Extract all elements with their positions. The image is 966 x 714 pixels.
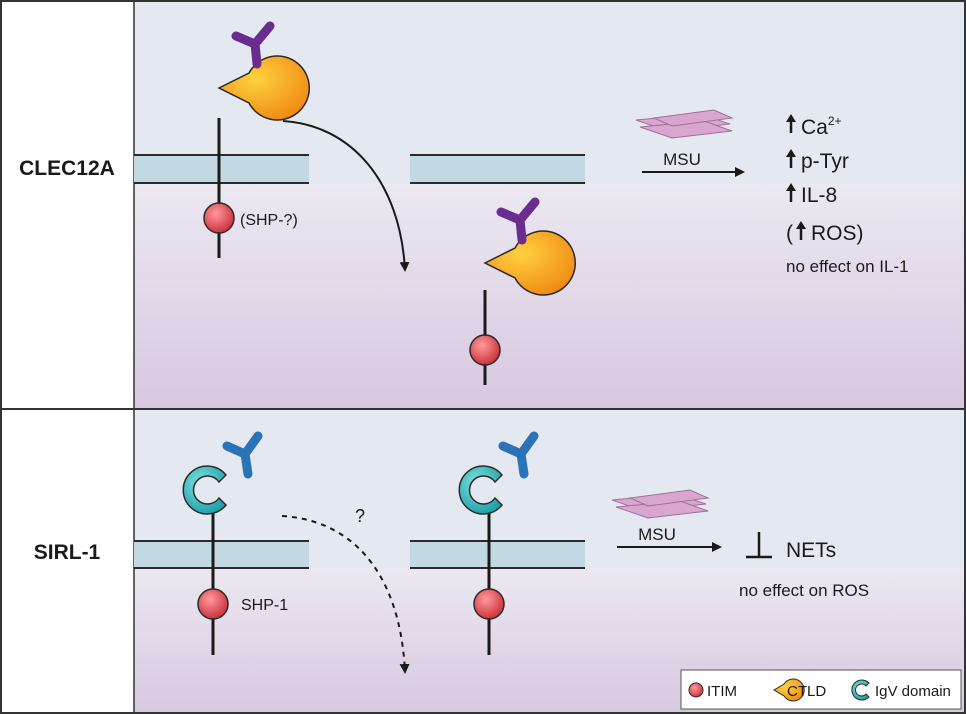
legend-igv: IgV domain [875,683,951,700]
msu-crystal-icon [635,109,734,139]
effect-nets: NETs [786,539,836,562]
effect-ca: Ca [801,116,828,139]
antibody-icon [496,197,540,245]
svg-text:ROS): ROS) [811,222,864,245]
question-mark: ? [355,506,365,526]
svg-text:(: ( [786,222,793,245]
antibody-icon [222,431,263,479]
sirl1-receptor-left: SHP-1 [182,431,288,655]
up-arrow-icon [786,149,796,168]
up-arrow-icon [796,221,806,240]
legend: ITIM CTLD IgV domain [680,669,962,710]
membrane-top [134,154,585,184]
effect-no-ros: no effect on ROS [739,581,869,600]
antibody-icon [231,21,275,69]
clec12a-label: CLEC12A [19,157,115,180]
clec12a-receptor-internalized [469,197,576,385]
effect-ros: ROS [811,222,857,245]
msu-crystal-icon [611,489,710,519]
effects-clec12a: Ca2+ p-Tyr IL-8 ( ROS) no effect on IL-1 [786,114,909,276]
uncertain-internalization-arrow [281,515,410,674]
itim-icon [688,682,704,698]
up-arrow-icon [786,114,796,133]
up-arrow-icon [786,183,796,202]
svg-text:Ca2+: Ca2+ [801,114,842,139]
shp1-label: SHP-1 [241,597,288,614]
ctld-icon [773,678,805,702]
sirl1-receptor-right [458,431,539,655]
shp-label: (SHP-?) [240,212,298,229]
itim-icon [197,588,229,620]
msu-label-top: MSU [663,150,701,169]
internalization-arrow [282,120,410,272]
igv-domain-icon [458,465,504,515]
ctld-icon [483,230,576,296]
antibody-icon [498,431,539,479]
itim-icon [469,334,501,366]
effect-il8: IL-8 [801,184,837,207]
clec12a-receptor-surface: (SHP-?) [203,21,310,258]
msu-label-bottom: MSU [638,525,676,544]
panel-clec12a [134,2,964,408]
ctld-icon [217,55,310,121]
itim-icon [473,588,505,620]
sirl1-label: SIRL-1 [34,541,101,564]
effect-ptyr: p-Tyr [801,150,849,173]
igv-domain-icon [182,465,228,515]
effect-no-il1: no effect on IL-1 [786,257,909,276]
igv-domain-icon [851,679,870,701]
itim-icon [203,202,235,234]
legend-itim: ITIM [707,683,737,700]
effect-ca-superscript: 2+ [828,114,842,128]
legend-ctld: CTLD [787,683,826,700]
membrane-bottom [134,540,585,569]
inhibition-icon [746,532,772,559]
